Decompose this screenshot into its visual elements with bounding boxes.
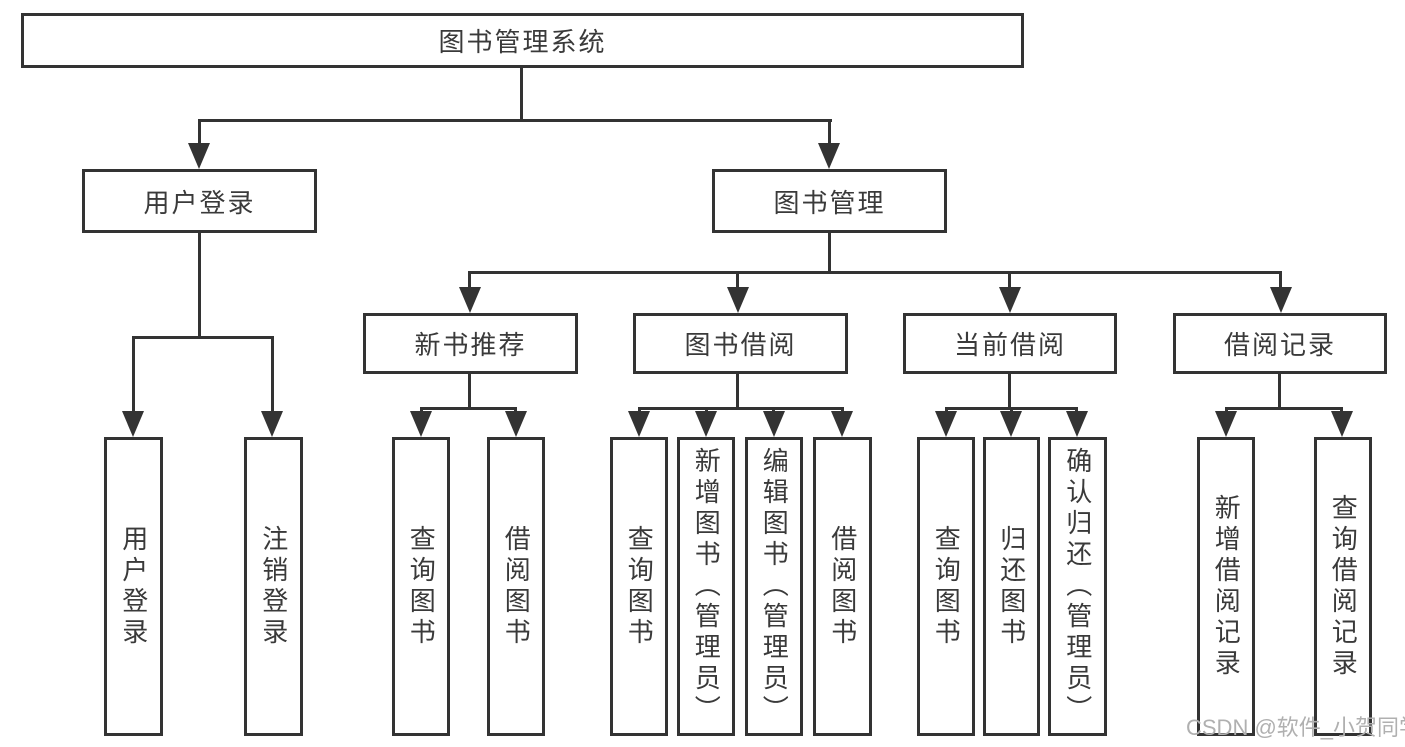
leaf-nb-query-books-label: 查询图书 (406, 524, 437, 649)
connector-to-leaf-br-add-line (1225, 407, 1228, 414)
connector-to-book-borrow-line (736, 271, 739, 289)
connector-to-leaf-nb-query-line (420, 407, 423, 414)
node-new-book-rec: 新书推荐 (363, 313, 578, 374)
arrowhead-to-leaf-br-query (1331, 411, 1353, 437)
node-book-borrow: 图书借阅 (633, 313, 848, 374)
leaf-bb-query-books: 查询图书 (610, 437, 668, 736)
node-current-borrow: 当前借阅 (903, 313, 1117, 374)
leaf-cb-confirm-return-admin: 确认归还（管理员） (1048, 437, 1107, 736)
leaf-nb-borrow-books: 借阅图书 (487, 437, 545, 736)
connector-to-leaf-bb-borrow-line (841, 407, 844, 414)
connector-to-leaf-cb-return-line (1010, 407, 1013, 414)
csdn-watermark: CSDN @软件_小贺同学 (1186, 715, 1405, 740)
arrowhead-to-leaf-bb-query (628, 411, 650, 437)
leaf-bb-borrow-books: 借阅图书 (813, 437, 872, 736)
connector-new-book-rec-stub (468, 374, 471, 407)
connector-to-current-borrow-line (1008, 271, 1011, 289)
connector-to-leaf-logout-line (271, 336, 274, 413)
arrowhead-to-leaf-nb-query (410, 411, 432, 437)
connector-to-leaf-bb-edit-line (772, 407, 775, 414)
leaf-bb-borrow-books-label: 借阅图书 (827, 524, 858, 649)
node-user-login-label: 用户登录 (143, 187, 256, 218)
connector-current-borrow-stub (1008, 374, 1011, 407)
node-root: 图书管理系统 (21, 13, 1024, 68)
connector-book-mgmt-stub (828, 233, 831, 271)
arrowhead-to-leaf-bb-add (695, 411, 717, 437)
connector-book-mgmt-horizontal (469, 271, 1282, 274)
leaf-bb-edit-books-admin: 编辑图书（管理员） (745, 437, 803, 736)
connector-user-login-horizontal (132, 336, 274, 339)
leaf-bb-add-books-admin-label: 新增图书（管理员） (691, 447, 722, 726)
leaf-user-login-label: 用户登录 (118, 524, 149, 649)
leaf-logout: 注销登录 (244, 437, 303, 736)
connector-to-leaf-cb-query-line (945, 407, 948, 414)
leaf-br-add-record-label: 新增借阅记录 (1211, 493, 1242, 680)
connector-to-borrow-record-line (1279, 271, 1282, 289)
node-current-borrow-label: 当前借阅 (953, 330, 1066, 360)
leaf-logout-label: 注销登录 (258, 524, 289, 649)
leaf-bb-edit-books-admin-label: 编辑图书（管理员） (759, 447, 790, 726)
connector-to-leaf-nb-borrow-line (514, 407, 517, 414)
connector-to-book-mgmt-line (828, 119, 831, 147)
node-borrow-record-label: 借阅记录 (1223, 330, 1336, 360)
node-book-mgmt-label: 图书管理 (773, 187, 886, 218)
node-user-login: 用户登录 (82, 169, 317, 233)
connector-to-leaf-bb-add-line (705, 407, 708, 414)
leaf-cb-return-books: 归还图书 (983, 437, 1040, 736)
node-borrow-record: 借阅记录 (1173, 313, 1387, 374)
connector-new-book-rec-horizontal (420, 407, 517, 410)
connector-book-borrow-stub (736, 374, 739, 407)
arrowhead-to-leaf-nb-borrow (505, 411, 527, 437)
leaf-nb-query-books: 查询图书 (392, 437, 450, 736)
arrowhead-to-leaf-cb-query (935, 411, 957, 437)
connector-user-login-stub (198, 233, 201, 336)
connector-to-leaf-user-login-line (132, 336, 135, 413)
leaf-user-login: 用户登录 (104, 437, 163, 736)
arrowhead-to-borrow-record (1270, 287, 1292, 313)
arrowhead-to-leaf-bb-borrow (831, 411, 853, 437)
arrowhead-to-book-mgmt (818, 143, 840, 169)
arrowhead-to-leaf-cb-return (1000, 411, 1022, 437)
arrowhead-to-book-borrow (727, 287, 749, 313)
connector-to-user-login-line (198, 119, 201, 147)
arrowhead-to-leaf-user-login (122, 411, 144, 437)
arrowhead-to-leaf-bb-edit (763, 411, 785, 437)
leaf-cb-query-books: 查询图书 (917, 437, 975, 736)
leaf-bb-add-books-admin: 新增图书（管理员） (677, 437, 735, 736)
arrowhead-to-leaf-logout (261, 411, 283, 437)
connector-book-borrow-horizontal (638, 407, 844, 410)
node-book-borrow-label: 图书借阅 (684, 330, 797, 360)
node-root-label: 图书管理系统 (438, 27, 607, 57)
arrowhead-to-leaf-br-add (1215, 411, 1237, 437)
connector-root-stub (520, 68, 523, 119)
arrowhead-to-current-borrow (999, 287, 1021, 313)
connector-borrow-record-horizontal (1225, 407, 1343, 410)
connector-to-leaf-cb-confirm-line (1075, 407, 1078, 414)
arrowhead-to-leaf-cb-confirm (1066, 411, 1088, 437)
leaf-br-add-record: 新增借阅记录 (1197, 437, 1255, 736)
arrowhead-to-new-book-rec (459, 287, 481, 313)
leaf-cb-return-books-label: 归还图书 (996, 524, 1027, 649)
leaf-cb-query-books-label: 查询图书 (931, 524, 962, 649)
connector-root-horizontal (198, 119, 832, 122)
leaf-bb-query-books-label: 查询图书 (624, 524, 655, 649)
node-new-book-rec-label: 新书推荐 (414, 330, 527, 360)
leaf-nb-borrow-books-label: 借阅图书 (501, 524, 532, 649)
connector-to-leaf-bb-query-line (638, 407, 641, 414)
connector-borrow-record-stub (1278, 374, 1281, 407)
leaf-br-query-record-label: 查询借阅记录 (1328, 493, 1359, 680)
leaf-cb-confirm-return-admin-label: 确认归还（管理员） (1062, 447, 1093, 726)
leaf-br-query-record: 查询借阅记录 (1314, 437, 1372, 736)
arrowhead-to-user-login (188, 143, 210, 169)
node-book-mgmt: 图书管理 (712, 169, 947, 233)
connector-to-new-book-rec-line (468, 271, 471, 289)
connector-to-leaf-br-query-line (1340, 407, 1343, 414)
